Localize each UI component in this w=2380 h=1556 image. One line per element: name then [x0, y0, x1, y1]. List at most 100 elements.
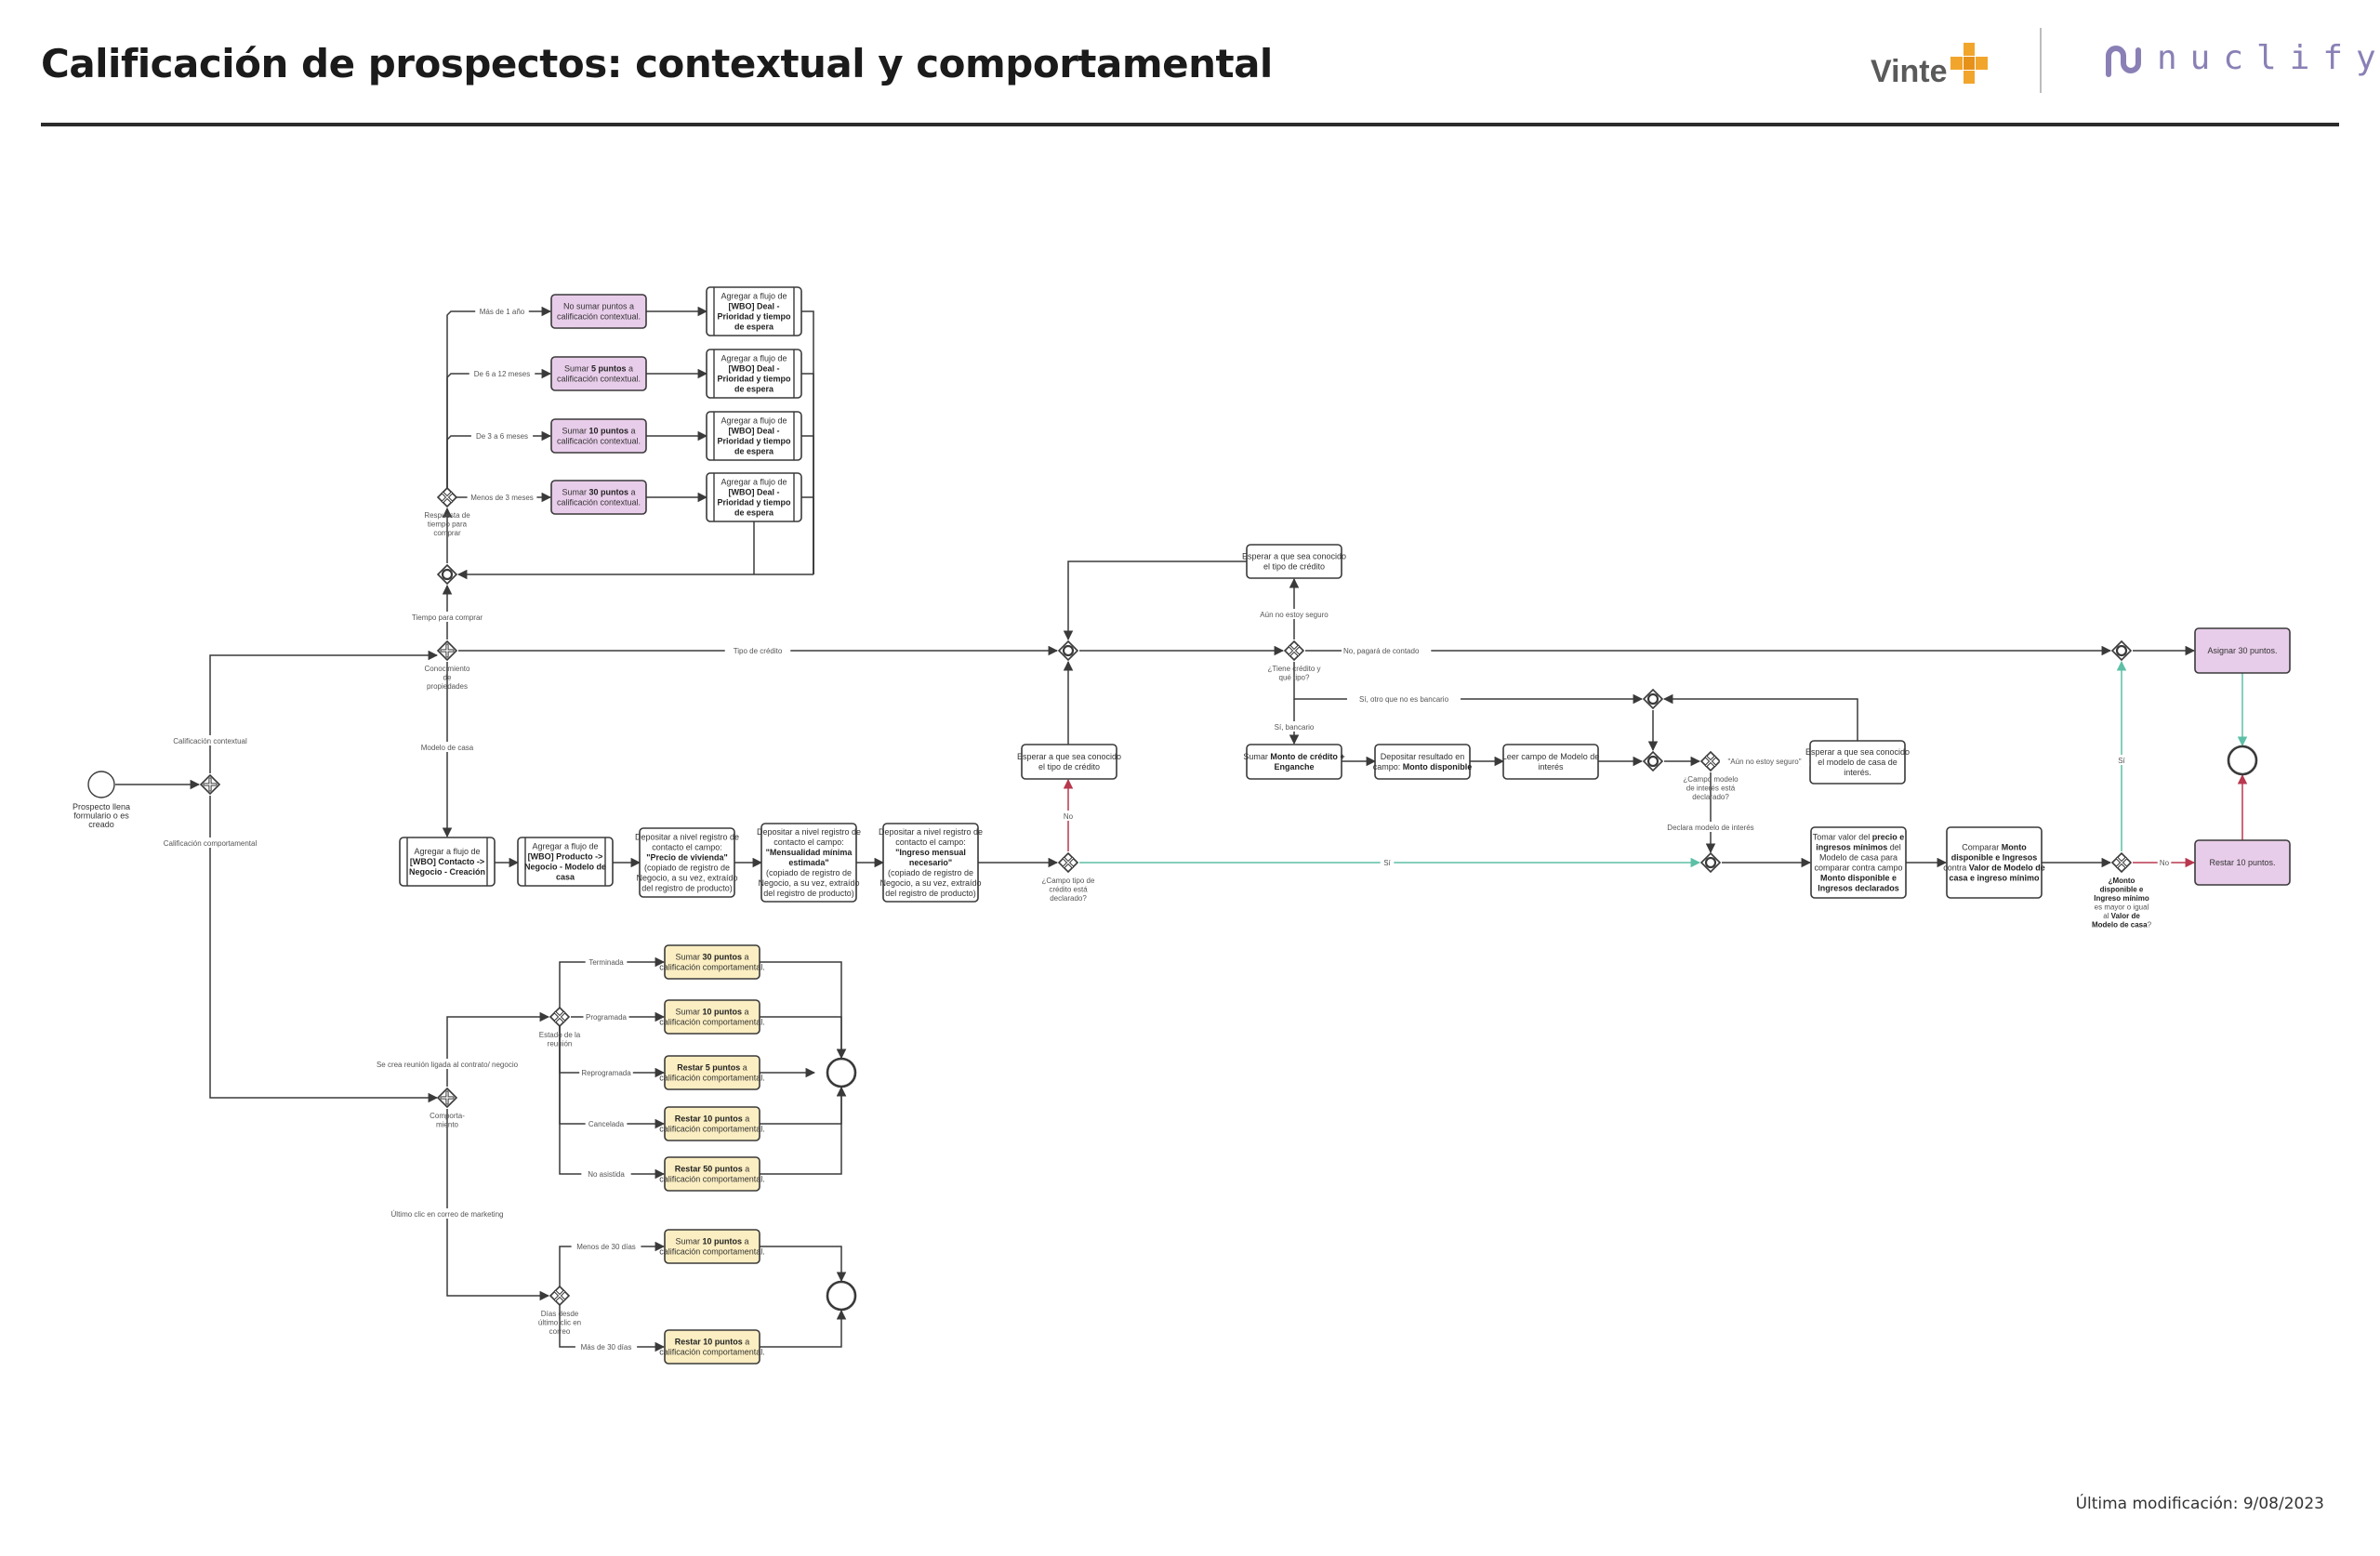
text-line: Agregar a flujo de [414, 847, 480, 856]
text-line: Sumar 30 puntos a [562, 487, 635, 496]
text-line: ingresos mínimos del [1816, 842, 1901, 851]
sequence-flow [559, 1017, 666, 1078]
svg-text:"Aún no estoy seguro": "Aún no estoy seguro" [1727, 758, 1801, 766]
text-line: [WBO] Deal - [729, 426, 780, 435]
behavior-gateway[interactable]: Comporta-miento [430, 1087, 465, 1129]
deal-subprocess-4[interactable]: Agregar a flujo de[WBO] Deal -Prioridad … [706, 472, 802, 522]
text-line: [WBO] Deal - [729, 487, 780, 496]
contextual-end-event[interactable] [2227, 745, 2258, 776]
text-line: disponible e Ingresos [1951, 852, 2038, 862]
text-line: contacto el campo: [652, 842, 722, 851]
flow-label: Modelo de casa [416, 742, 479, 752]
flow-label: Aún no estoy seguro [1253, 609, 1335, 619]
text-line: de [443, 674, 452, 682]
svg-text:No: No [1064, 812, 1074, 821]
text-line: calificación comportamental. [659, 1347, 765, 1356]
bank-merge-gateway[interactable] [1642, 750, 1664, 772]
model-task-2[interactable]: Agregar a flujo de[WBO] Producto ->Negoc… [517, 837, 614, 887]
text-line: necesario" [909, 858, 952, 867]
text-line: creado [88, 820, 114, 829]
flow-label: No asistida [581, 1168, 631, 1179]
text-line: Comparar Monto [1962, 842, 2027, 851]
flow-label: Tiempo para comprar [406, 612, 488, 622]
sequence-flows [115, 306, 2248, 1352]
sequence-flow [801, 496, 814, 574]
text-line: Asignar 30 puntos. [2207, 646, 2277, 655]
text-line: Esperar a que sea conocido [1017, 752, 1121, 761]
flow-label: Sí, otro que no es bancario [1346, 693, 1461, 704]
model-task-1[interactable]: Agregar a flujo de[WBO] Contacto ->Negoc… [399, 837, 496, 887]
sequence-flow [1063, 560, 1247, 641]
text-line: [WBO] Contacto -> [410, 857, 484, 866]
bank-task-1[interactable]: Sumar Monto de crédito +Enganche [1243, 744, 1345, 780]
svg-text:De 6 a 12 meses: De 6 a 12 meses [474, 370, 530, 378]
subtract-points-task[interactable]: Restar 10 puntos. [2194, 839, 2291, 886]
flow-label: De 3 a 6 meses [470, 430, 534, 441]
text-line: Negocio - Modelo de [524, 862, 606, 871]
text-line: el tipo de crédito [1263, 561, 1325, 571]
text-line: Comporta- [430, 1112, 465, 1120]
text-line: del registro de producto) [763, 889, 854, 898]
sequence-flow [1662, 693, 1858, 741]
text-line: "Mensualidad mínima [766, 848, 853, 857]
text-line: Esperar a que sea conocido [1805, 747, 1910, 757]
svg-text:Sí, otro que no es bancario: Sí, otro que no es bancario [1359, 695, 1449, 704]
sequence-flow [559, 1241, 666, 1296]
text-line: Agregar a flujo de [721, 291, 787, 300]
svg-text:Sí, bancario: Sí, bancario [1275, 723, 1315, 732]
svg-text:No asistida: No asistida [588, 1170, 625, 1179]
final-merge-gateway[interactable] [2110, 640, 2133, 662]
split-gateway[interactable] [199, 773, 221, 796]
deal-subprocess-3[interactable]: Agregar a flujo de[WBO] Deal -Prioridad … [706, 411, 802, 461]
svg-text:Último clic en correo de marke: Último clic en correo de marketing [391, 1210, 504, 1219]
text-line: Negocio, a su vez, extraído [636, 873, 737, 882]
text-line: [WBO] Deal - [729, 363, 780, 373]
meeting-end-event[interactable] [826, 1057, 857, 1088]
time-merge-gateway[interactable] [436, 563, 458, 586]
text-line: Negocio, a su vez, extraído [879, 878, 981, 888]
credit-merge-gateway[interactable] [1057, 640, 1079, 662]
flow-label: No [2157, 857, 2172, 867]
deal-subprocess-2[interactable]: Agregar a flujo de[WBO] Deal -Prioridad … [706, 349, 802, 399]
email-end-event[interactable] [826, 1280, 857, 1312]
other-credit-merge-gateway[interactable] [1642, 688, 1664, 710]
circle-icon [1646, 692, 1659, 705]
model-merge-gateway[interactable] [1699, 851, 1722, 874]
sequence-flow [559, 956, 666, 1017]
assign-points-task[interactable]: Asignar 30 puntos. [2194, 627, 2291, 674]
svg-text:Calificación contextual: Calificación contextual [173, 737, 247, 745]
deal-subprocess-1[interactable]: Agregar a flujo de[WBO] Deal -Prioridad … [706, 286, 802, 336]
nuclify-mark-icon [2106, 46, 2141, 77]
